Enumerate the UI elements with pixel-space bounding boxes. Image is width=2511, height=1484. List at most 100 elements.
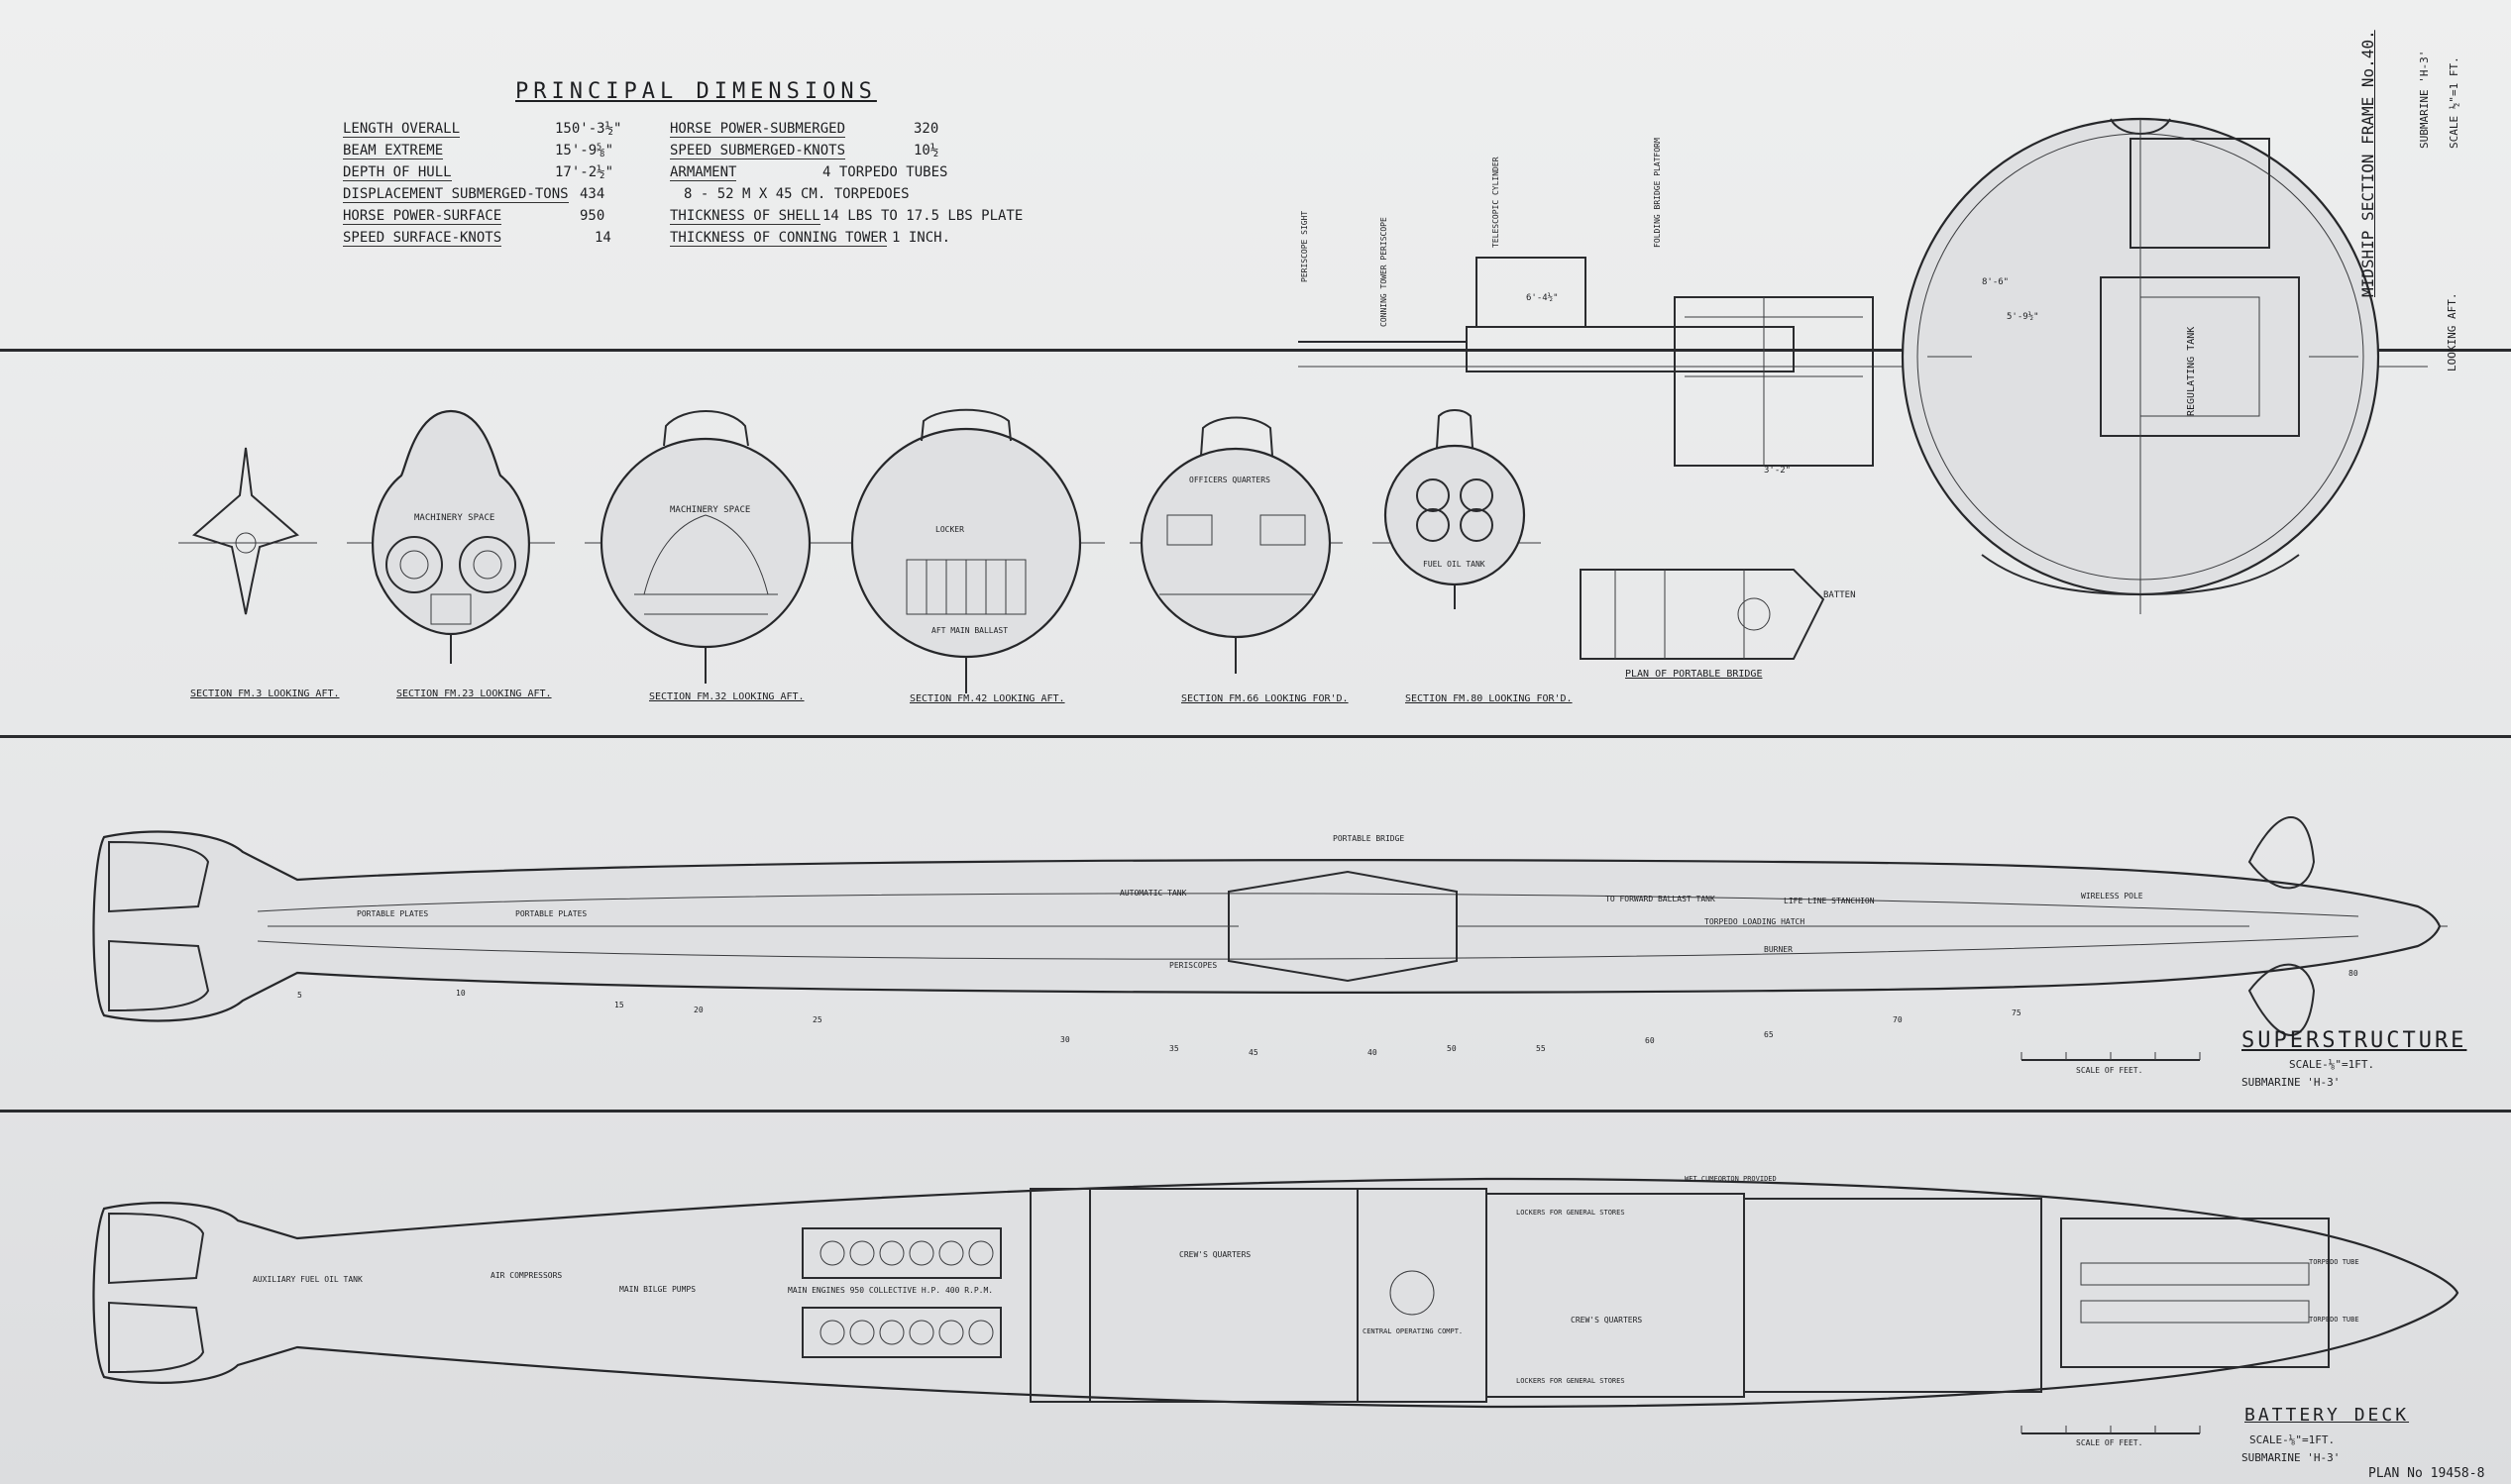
frame-number: 25 <box>813 1015 822 1024</box>
dim-value: 8 - 52 M X 45 CM. TORPEDOES <box>684 186 910 202</box>
frame-number: 10 <box>456 989 466 998</box>
portable-bridge-plan <box>1580 569 1825 660</box>
superstructure-scale-bar <box>2020 1052 2201 1061</box>
midship-scale: SCALE ½"=1 FT. <box>2448 56 2460 149</box>
officers-quarters-label: OFFICERS QUARTERS <box>1189 476 1270 484</box>
dim-label: HORSE POWER-SUBMERGED <box>670 121 846 138</box>
superstructure-label: PERISCOPES <box>1169 961 1218 970</box>
battery-label: CENTRAL OPERATING COMPT. <box>1363 1327 1464 1335</box>
battery-label: CREW'S QUARTERS <box>1571 1316 1643 1325</box>
principal-dimensions-title: PRINCIPAL DIMENSIONS <box>515 79 877 104</box>
midship-dim: 3'-2" <box>1764 466 1792 476</box>
frame-number: 45 <box>1249 1048 1258 1057</box>
regulating-tank-label: REGULATING TANK <box>2186 326 2197 416</box>
panel-divider-3 <box>0 1110 2511 1113</box>
dim-value: 950 <box>580 208 605 224</box>
dim-label: ARMAMENT <box>670 164 737 181</box>
superstructure-label: PORTABLE PLATES <box>357 909 429 918</box>
periscope-sight-label: PERISCOPE SIGHT <box>1300 210 1309 282</box>
battery-deck-title: BATTERY DECK <box>2244 1405 2410 1426</box>
folding-bridge-label: FOLDING BRIDGE PLATFORM <box>1653 138 1662 248</box>
section-caption: SECTION FM.80 LOOKING FOR'D. <box>1405 693 1573 704</box>
superstructure-label: LIFE LINE STANCHION <box>1784 897 1875 905</box>
battery-label: LOCKERS FOR GENERAL STORES <box>1516 1377 1625 1385</box>
dim-label: DISPLACEMENT SUBMERGED-TONS <box>343 186 569 203</box>
section-caption: SECTION FM.32 LOOKING AFT. <box>649 691 805 702</box>
section-fm42 <box>832 408 1105 693</box>
dim-value: 434 <box>580 186 605 202</box>
midship-title: MIDSHIP SECTION FRAME No.40. <box>2358 30 2377 297</box>
battery-label: AUXILIARY FUEL OIL TANK <box>253 1275 363 1284</box>
main-engines <box>802 1227 1002 1358</box>
superstructure-label: BURNER <box>1764 945 1793 954</box>
midship-dim: 8'-6" <box>1982 277 2010 287</box>
section-fm3 <box>178 447 317 615</box>
frame-number: 65 <box>1764 1030 1774 1039</box>
battery-scale-bar-label: SCALE OF FEET. <box>2076 1438 2143 1447</box>
battery-label: TORPEDO TUBE <box>2309 1258 2359 1266</box>
frame-number: 5 <box>297 991 302 1000</box>
dim-value: 14 <box>595 230 611 246</box>
section-fm80 <box>1372 409 1541 609</box>
frame-number: 35 <box>1169 1044 1179 1053</box>
frame-number: 50 <box>1447 1044 1457 1053</box>
dim-value: 1 INCH. <box>892 230 951 246</box>
dim-label: SPEED SURFACE-KNOTS <box>343 230 502 247</box>
section-caption: SECTION FM.66 LOOKING FOR'D. <box>1181 693 1349 704</box>
superstructure-label: TORPEDO LOADING HATCH <box>1704 917 1805 926</box>
panel-divider-2 <box>0 735 2511 738</box>
dim-value: 14 LBS TO 17.5 LBS PLATE <box>822 208 1024 224</box>
aft-main-ballast-label: AFT MAIN BALLAST <box>931 626 1009 635</box>
dim-value: 17'-2½" <box>555 164 614 180</box>
frame-number: 20 <box>694 1006 704 1014</box>
dim-label: THICKNESS OF CONNING TOWER <box>670 230 888 247</box>
dim-value: 150'-3½" <box>555 121 622 137</box>
superstructure-scale: SCALE-⅛"=1FT. <box>2289 1058 2375 1071</box>
dim-label: DEPTH OF HULL <box>343 164 452 181</box>
superstructure-plan <box>92 816 2448 1036</box>
midship-submarine: SUBMARINE 'H-3' <box>2418 50 2431 149</box>
dim-label: SPEED SUBMERGED-KNOTS <box>670 143 846 159</box>
frame-number: 55 <box>1536 1044 1546 1053</box>
superstructure-label: WIRELESS POLE <box>2081 892 2143 901</box>
machinery-space-label: MACHINERY SPACE <box>670 505 751 515</box>
section-fm23 <box>347 409 555 664</box>
dim-label: BEAM EXTREME <box>343 143 444 159</box>
section-caption: SECTION FM.3 LOOKING AFT. <box>190 689 340 699</box>
midship-section <box>1298 117 2428 614</box>
machinery-space-label: MACHINERY SPACE <box>414 513 495 523</box>
superstructure-submarine: SUBMARINE 'H-3' <box>2241 1076 2341 1089</box>
midship-dim: 6'-4½" <box>1526 293 1559 303</box>
section-fm66 <box>1130 416 1343 674</box>
dim-value: 15'-9⅝" <box>555 143 614 159</box>
dim-value: 320 <box>914 121 939 137</box>
battery-deck-plan <box>92 1177 2459 1409</box>
midship-looking: LOOKING AFT. <box>2446 292 2458 371</box>
panel-divider-1 <box>0 349 2511 352</box>
battery-label: TORPEDO TUBE <box>2309 1316 2359 1324</box>
battery-deck-scale: SCALE-⅛"=1FT. <box>2249 1433 2336 1446</box>
telescopic-cylinder-label: TELESCOPIC CYLINDER <box>1491 157 1500 248</box>
section-caption: SECTION FM.23 LOOKING AFT. <box>396 689 552 699</box>
frame-number: 15 <box>614 1001 624 1009</box>
batten-label: BATTEN <box>1823 590 1856 600</box>
locker-label: LOCKER <box>935 525 964 534</box>
dim-label: LENGTH OVERALL <box>343 121 461 138</box>
plan-number: PLAN No 19458-8 <box>2368 1466 2485 1481</box>
battery-scale-bar <box>2020 1426 2201 1434</box>
superstructure-title: SUPERSTRUCTURE <box>2241 1028 2467 1053</box>
section-caption: SECTION FM.42 LOOKING AFT. <box>910 693 1065 704</box>
midship-dim: 5'-9½" <box>2007 312 2039 322</box>
superstructure-label: PORTABLE BRIDGE <box>1333 834 1405 843</box>
conning-tower-periscope-label: CONNING TOWER PERISCOPE <box>1379 217 1388 327</box>
frame-number: 40 <box>1367 1048 1377 1057</box>
superstructure-label: TO FORWARD BALLAST TANK <box>1605 895 1715 903</box>
superstructure-label: AUTOMATIC TANK <box>1120 889 1187 898</box>
section-fm32 <box>585 410 832 684</box>
battery-deck-submarine: SUBMARINE 'H-3' <box>2241 1451 2341 1464</box>
dim-label: THICKNESS OF SHELL <box>670 208 820 225</box>
battery-label: MAIN BILGE PUMPS <box>619 1285 697 1294</box>
portable-bridge-caption: PLAN OF PORTABLE BRIDGE <box>1625 669 1763 680</box>
